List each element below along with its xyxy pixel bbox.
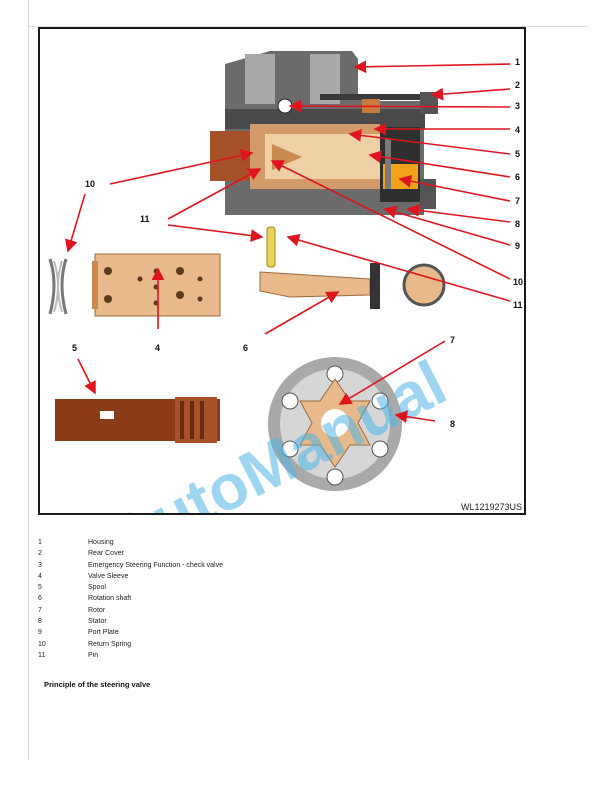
- housing-assembly: [210, 51, 438, 215]
- legend-row: 3 Emergency Steering Function - check val…: [38, 560, 438, 571]
- figure-code: WL1219273US: [461, 502, 522, 512]
- page-margin-rule: [28, 0, 29, 760]
- callout-labels: 1 2 3 4 5 6 7 8 9 10 11 10 11 4 5 6 7 8: [72, 57, 523, 429]
- legend-number: 10: [38, 640, 46, 648]
- legend-label: Housing: [88, 539, 114, 546]
- callout-6: 6: [515, 172, 520, 182]
- legend-number: 1: [38, 539, 42, 546]
- section-heading: Principle of the steering valve: [44, 680, 151, 689]
- legend-number: 2: [38, 550, 42, 558]
- legend-number: 8: [38, 618, 42, 626]
- legend-number: 5: [38, 584, 42, 592]
- callout-9: 9: [515, 241, 520, 251]
- legend-row: 11 Pin: [38, 650, 438, 661]
- legend-number: 6: [38, 595, 42, 603]
- exploded-view-illustration: AutoManual 1 2 3 4 5 6 7 8 9 10 11: [48, 51, 523, 513]
- spool: [55, 397, 220, 443]
- legend-number: 7: [38, 606, 42, 614]
- callout-2: 2: [515, 80, 520, 90]
- legend-label: Rear Cover: [88, 550, 124, 558]
- callout-7-lower: 7: [450, 335, 455, 345]
- callout-8: 8: [515, 219, 520, 229]
- page-top-rule: [28, 26, 588, 27]
- callout-8-lower: 8: [450, 419, 455, 429]
- legend-number: 4: [38, 572, 42, 580]
- legend-label: Port Plate: [88, 629, 119, 637]
- rotation-shaft: [259, 263, 446, 309]
- legend-row: 9 Port Plate: [38, 627, 438, 638]
- callout-6-lower: 6: [243, 343, 248, 353]
- legend-label: Spool: [88, 584, 106, 592]
- steering-valve-figure: AutoManual 1 2 3 4 5 6 7 8 9 10 11: [38, 27, 526, 515]
- legend-label: Rotor: [88, 606, 106, 614]
- callout-4: 4: [515, 125, 520, 135]
- pin: [266, 226, 276, 268]
- callout-10-left: 10: [85, 179, 95, 189]
- callout-3: 3: [515, 101, 520, 111]
- legend-label: Return Spring: [88, 640, 132, 648]
- legend-label: Rotation shaft: [88, 595, 132, 603]
- legend-row: 8 Stator: [38, 616, 438, 627]
- callout-11-left: 11: [140, 214, 150, 224]
- legend-row: 10 Return Spring: [38, 639, 438, 650]
- legend-row: 5 Spool: [38, 582, 438, 593]
- callout-4-lower: 4: [155, 343, 160, 353]
- legend-row: 1 Housing: [38, 537, 438, 548]
- legend-row: 4 Valve Sleeve: [38, 571, 438, 582]
- callout-arrows: [65, 60, 511, 424]
- legend-number: 3: [38, 561, 42, 569]
- legend-label: Emergency Steering Function - check valv…: [88, 561, 224, 569]
- parts-legend: 1 Housing 2 Rear Cover 3 Emergency Steering…: [38, 537, 438, 661]
- legend-label: Stator: [88, 618, 107, 626]
- legend-label: Pin: [88, 651, 99, 659]
- callout-7: 7: [515, 196, 520, 206]
- callout-5: 5: [515, 149, 520, 159]
- callout-5-lower: 5: [72, 343, 77, 353]
- legend-number: 9: [38, 629, 42, 637]
- legend-row: 7 Rotor: [38, 605, 438, 616]
- return-spring: [48, 258, 68, 315]
- callout-11: 11: [513, 300, 523, 310]
- valve-sleeve: [92, 253, 221, 317]
- legend-label: Valve Sleeve: [88, 572, 129, 580]
- callout-10: 10: [513, 277, 523, 287]
- legend-row: 6 Rotation shaft: [38, 593, 438, 604]
- legend-number: 11: [38, 651, 46, 659]
- callout-1: 1: [515, 57, 520, 67]
- legend-row: 2 Rear Cover: [38, 548, 438, 559]
